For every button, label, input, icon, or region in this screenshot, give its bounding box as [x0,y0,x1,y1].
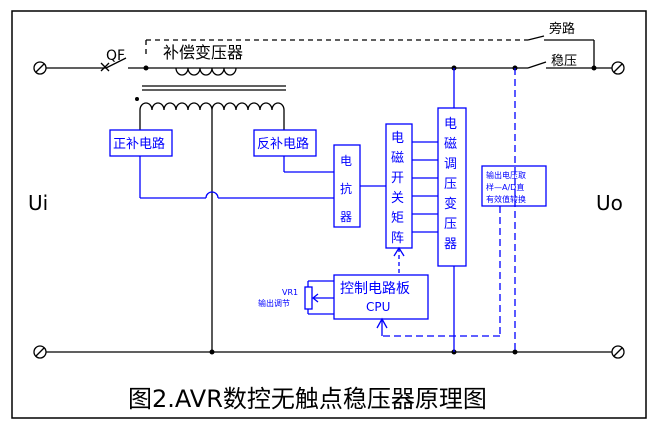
wiring-internal [139,68,455,352]
svg-text:压: 压 [444,217,457,232]
terminal-in-bottom [33,345,47,359]
negative-comp-label: 反补电路 [257,136,309,152]
svg-text:关: 关 [391,191,404,206]
sampling-box [481,165,547,207]
svg-text:矩: 矩 [391,211,404,226]
svg-text:压: 压 [444,177,457,192]
switch-matrix-label: 电 磁 开 关 矩 阵 [391,131,404,246]
svg-text:器: 器 [340,210,352,224]
svg-text:调: 调 [444,157,457,172]
sampling-wiring [376,68,516,352]
reactor-label: 电 抗 器 [340,154,352,224]
svg-text:电: 电 [391,131,404,146]
sampling-label: 输出电压取 样—A/D直 有效值转换 [486,170,526,204]
terminal-in-top [33,61,47,75]
positive-comp-box [109,129,173,157]
main-line-bottom [46,349,612,355]
terminal-out-top [611,61,625,75]
bypass-wiring [145,35,595,68]
svg-text:磁: 磁 [444,137,457,152]
svg-text:抗: 抗 [340,181,352,196]
positive-comp-label: 正补电路 [113,136,165,152]
vr1-potentiometer [304,280,334,315]
svg-text:输出电压取: 输出电压取 [486,170,526,180]
regulator-transformer-box [437,107,467,267]
switch-matrix-box [385,123,413,249]
svg-text:器: 器 [444,237,457,252]
vr1-desc: 输出调节 [258,298,290,308]
svg-text:电: 电 [340,154,352,168]
output-voltage-label: Uo [596,191,623,215]
compensation-transformer [135,67,286,352]
svg-text:磁: 磁 [391,151,404,166]
svg-text:开: 开 [391,171,404,186]
regulator-transformer-label: 电 磁 调 压 变 压 器 [444,117,457,252]
svg-text:样—A/D直: 样—A/D直 [486,182,524,192]
svg-text:电: 电 [444,117,457,132]
breaker-label: QF [106,48,125,64]
terminal-out-bottom [611,345,625,359]
transformer-label: 补偿变压器 [163,43,243,62]
outer-frame [11,10,647,419]
svg-text:变: 变 [444,196,457,212]
control-board-box [333,274,429,320]
svg-text:阵: 阵 [391,231,404,246]
reactor-box [333,144,361,228]
bypass-label: 旁路 [549,21,575,37]
negative-comp-box [253,129,317,157]
input-voltage-label: Ui [28,191,48,215]
cpu-label: CPU [366,300,390,314]
terminals [33,61,625,359]
vr1-label: VR1 [282,288,298,297]
main-line-top [46,57,612,72]
control-board-label: 控制电路板 [340,281,410,297]
svg-text:有效值转换: 有效值转换 [486,194,526,204]
diagram-title: 图2.AVR数控无触点稳压器原理图 [128,385,487,413]
regulate-label: 稳压 [551,53,577,69]
